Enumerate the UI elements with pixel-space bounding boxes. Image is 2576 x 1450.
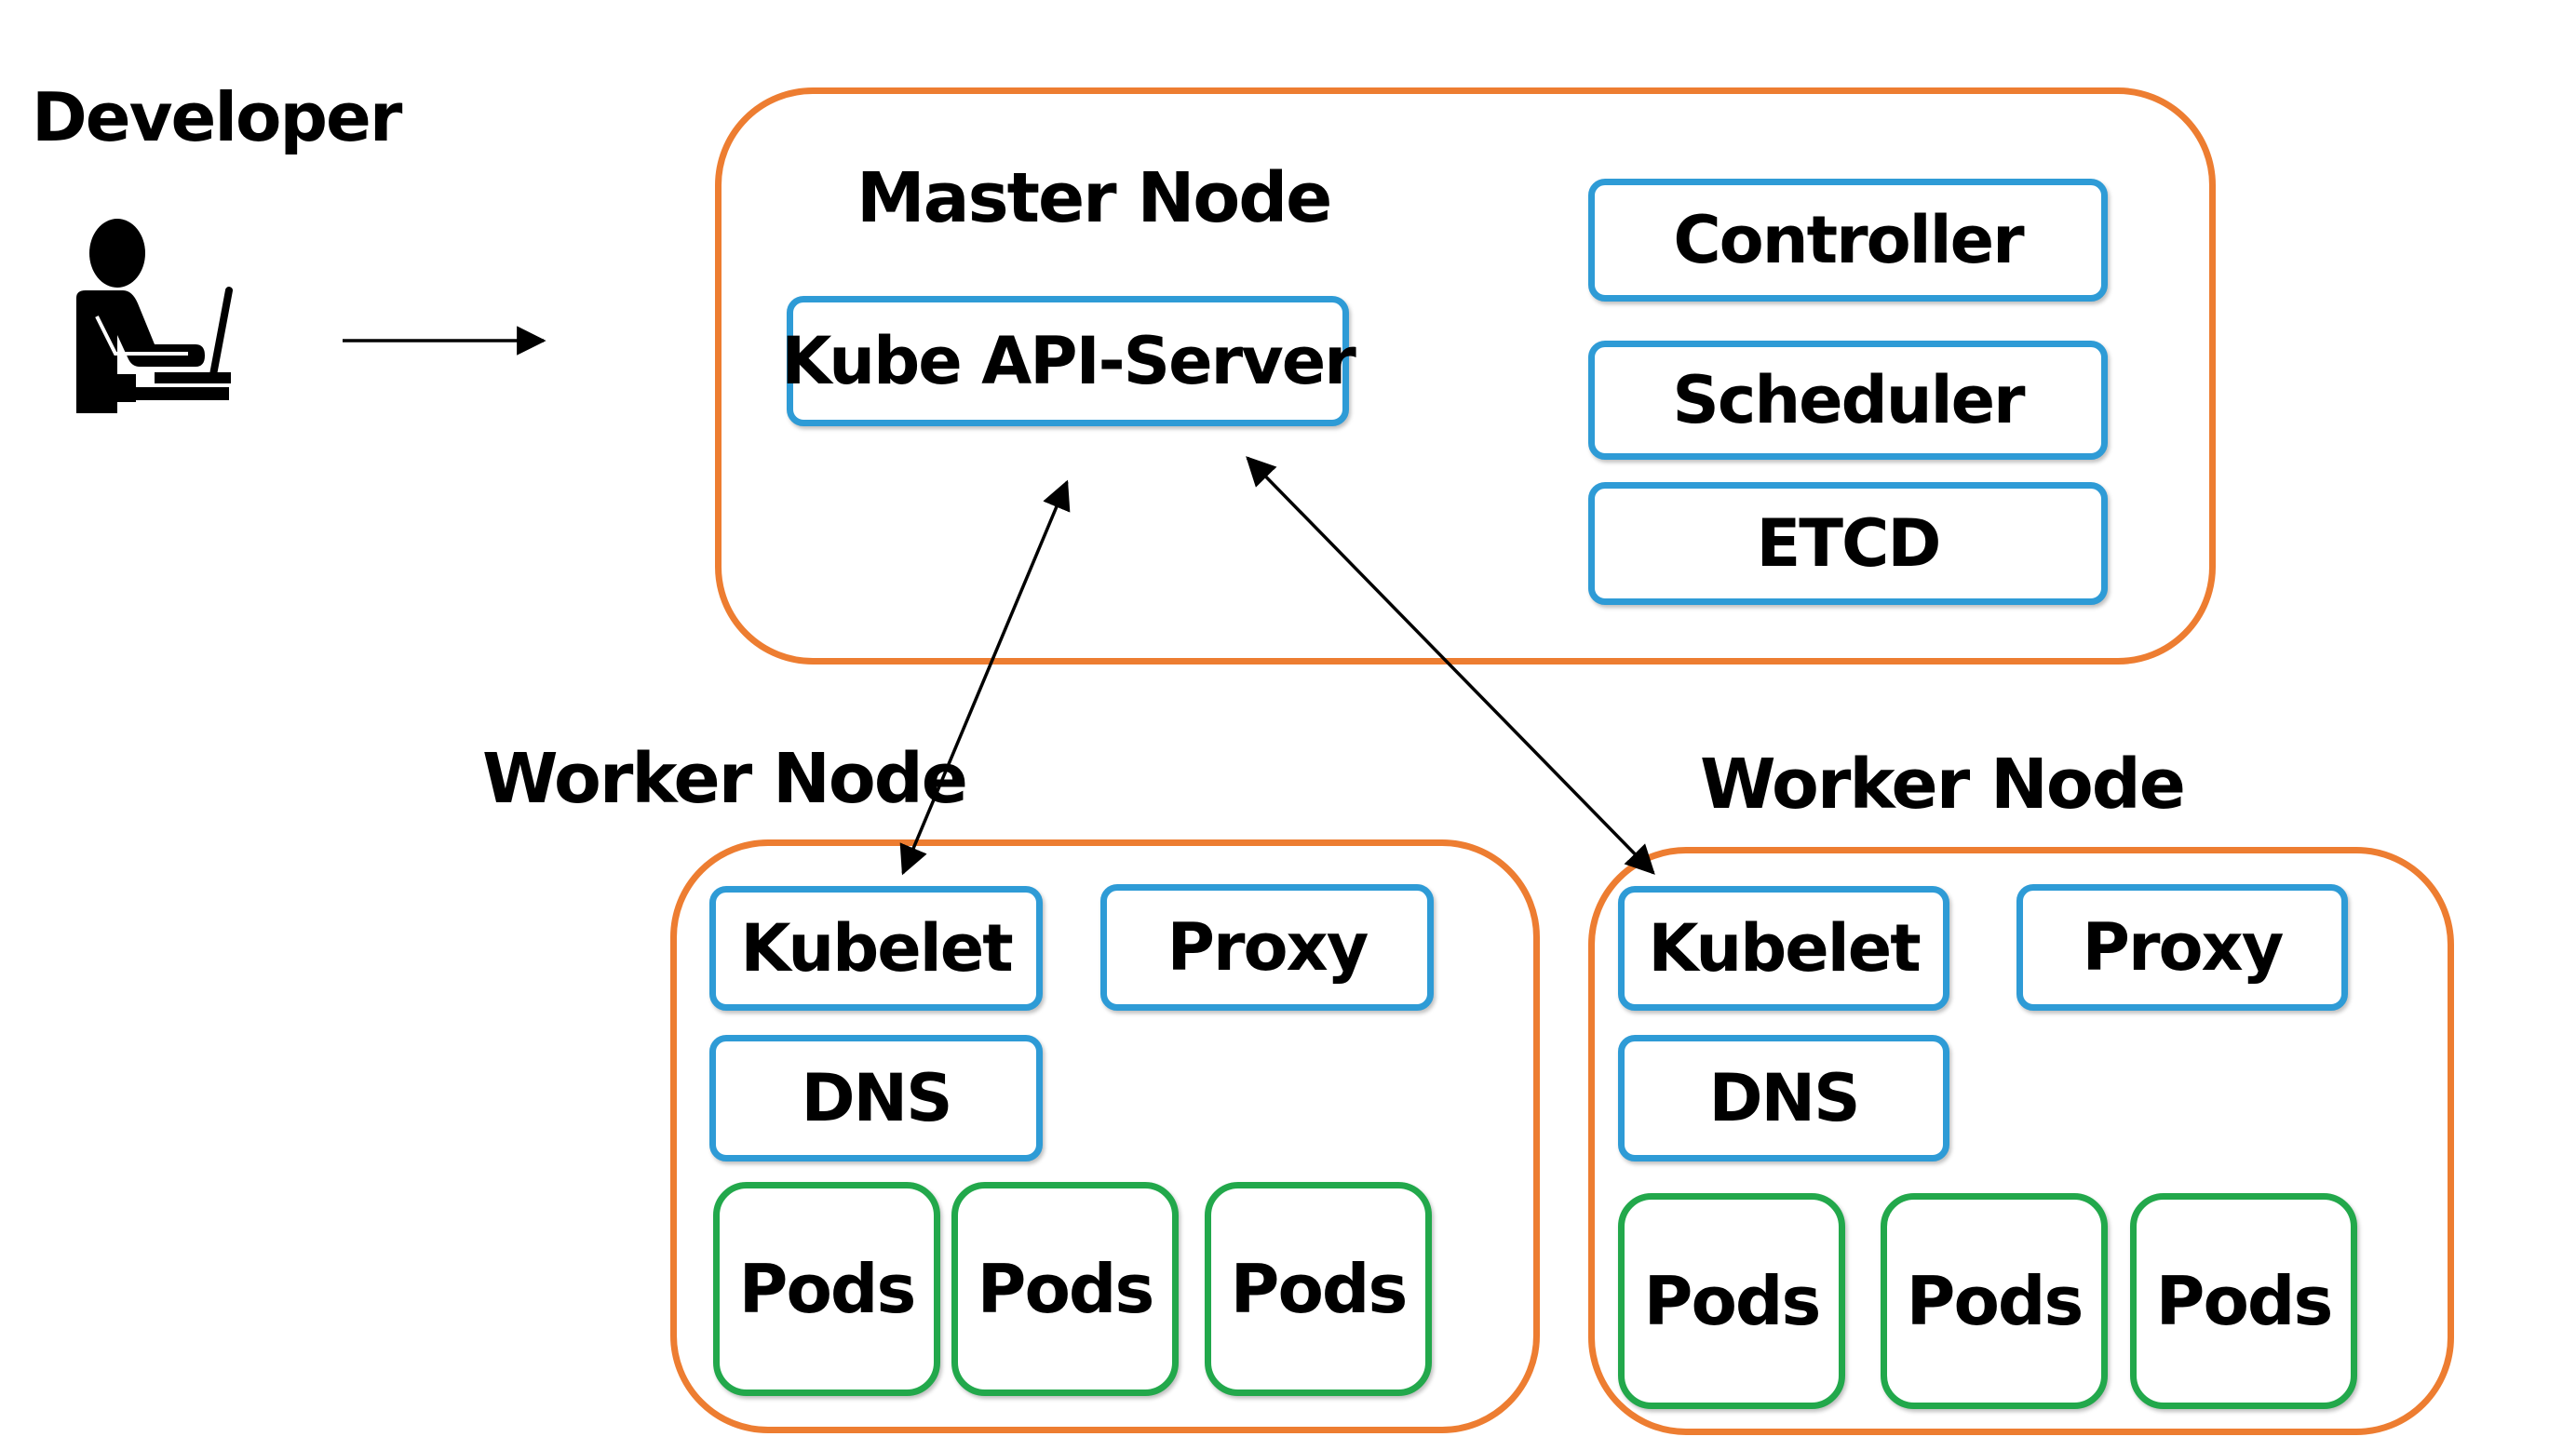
proxy-box: Proxy bbox=[2016, 884, 2348, 1011]
pod-box: Pods bbox=[2130, 1193, 2357, 1409]
pod-box: Pods bbox=[1618, 1193, 1845, 1409]
kubelet-box: Kubelet bbox=[709, 886, 1043, 1011]
pod-box: Pods bbox=[951, 1182, 1179, 1396]
dns-box: DNS bbox=[709, 1035, 1043, 1161]
kube-api-server-box: Kube API-Server bbox=[781, 296, 1356, 426]
worker-node-title: Worker Node bbox=[1700, 745, 2186, 825]
kubelet-box: Kubelet bbox=[1618, 886, 1949, 1011]
master-node-title: Master Node bbox=[856, 158, 1332, 238]
pod-box: Pods bbox=[713, 1182, 940, 1396]
proxy-box: Proxy bbox=[1100, 884, 1434, 1011]
controller-box: Controller bbox=[1588, 179, 2108, 302]
pod-box: Pods bbox=[1205, 1182, 1432, 1396]
person-at-laptop-icon bbox=[76, 219, 233, 413]
pod-box: Pods bbox=[1881, 1193, 2108, 1409]
dns-box: DNS bbox=[1618, 1035, 1949, 1161]
worker-node-title: Worker Node bbox=[482, 739, 968, 819]
scheduler-box: Scheduler bbox=[1588, 341, 2108, 460]
developer-label: Developer bbox=[32, 78, 402, 156]
etcd-box: ETCD bbox=[1588, 482, 2108, 605]
